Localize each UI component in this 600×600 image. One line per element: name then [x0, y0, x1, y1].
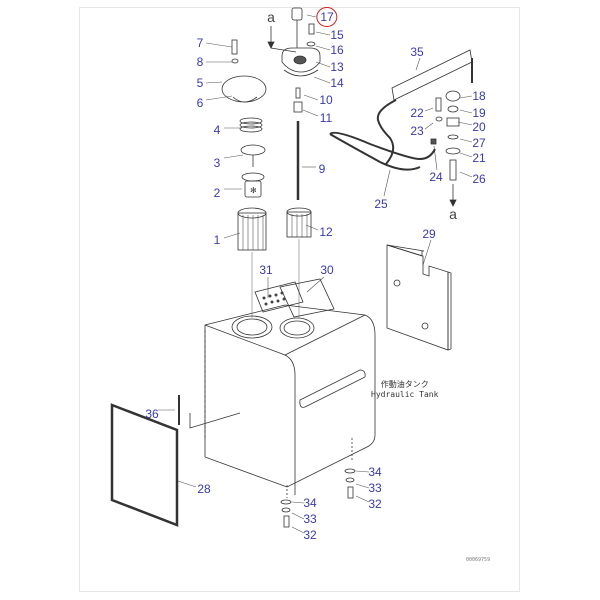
cover-plate-29	[386, 244, 449, 351]
part-label[interactable]: 19	[472, 106, 486, 120]
part-label[interactable]: 33	[303, 512, 317, 526]
part-label[interactable]: 2	[213, 186, 221, 200]
part-label[interactable]: 4	[213, 123, 221, 137]
part-label[interactable]: 15	[330, 28, 344, 42]
part-label[interactable]: 13	[330, 60, 344, 74]
connector-letter-top: a	[267, 9, 275, 25]
part-label[interactable]: 16	[330, 43, 344, 57]
leader-lines	[158, 14, 473, 534]
part-label[interactable]: 32	[303, 528, 317, 542]
part-label-17[interactable]: 17	[316, 7, 338, 27]
part-label[interactable]: 12	[319, 225, 333, 239]
part-label[interactable]: 21	[472, 151, 486, 165]
part-label[interactable]: 26	[472, 172, 486, 186]
part-label[interactable]: 33	[368, 481, 382, 495]
part-label[interactable]: 14	[330, 76, 344, 90]
part-label[interactable]: 18	[472, 89, 486, 103]
part-label[interactable]: 6	[196, 96, 204, 110]
part-label[interactable]: 31	[259, 263, 273, 277]
mounting-bolts	[280, 438, 356, 528]
part-label[interactable]: 7	[196, 36, 204, 50]
hydraulic-tank-body	[204, 304, 376, 495]
caption-japanese: 作動油タンク	[380, 380, 429, 389]
filter-element-1	[237, 207, 267, 251]
part-label[interactable]: 29	[422, 227, 436, 241]
part-label[interactable]: 34	[303, 496, 317, 510]
diagram-frame	[79, 7, 520, 592]
access-cover-28	[110, 403, 179, 527]
drawing-code: 00069759	[466, 557, 491, 563]
part-label[interactable]: 9	[318, 162, 326, 176]
part-label[interactable]: 36	[145, 407, 159, 421]
caption-english: Hydraulic Tank	[371, 390, 439, 399]
svg-text:✻: ✻	[250, 186, 257, 195]
part-label[interactable]: 25	[374, 197, 388, 211]
connector-letter-bottom: a	[449, 206, 457, 222]
part-label[interactable]: 5	[196, 76, 204, 90]
part-label[interactable]: 34	[368, 465, 382, 479]
part-label[interactable]: 27	[472, 136, 486, 150]
part-label[interactable]: 8	[196, 55, 204, 69]
part-label[interactable]: 24	[429, 170, 443, 184]
part-label[interactable]: 20	[472, 120, 486, 134]
part-label[interactable]: 23	[410, 124, 424, 138]
part-label[interactable]: 35	[410, 45, 424, 59]
filter-element-12	[286, 207, 312, 238]
part-label-17-highlighted[interactable]: 17	[316, 7, 338, 27]
part-label[interactable]: 11	[319, 111, 333, 125]
part-label[interactable]: 32	[368, 497, 382, 511]
part-label[interactable]: 28	[197, 482, 211, 496]
part-label[interactable]: 3	[213, 156, 221, 170]
tank-caption: 作動油タンク Hydraulic Tank	[371, 380, 438, 400]
part-label[interactable]: 30	[320, 263, 334, 277]
part-label[interactable]: 22	[410, 106, 424, 120]
part-label[interactable]: 1	[213, 233, 221, 247]
part-label[interactable]: 10	[319, 93, 333, 107]
